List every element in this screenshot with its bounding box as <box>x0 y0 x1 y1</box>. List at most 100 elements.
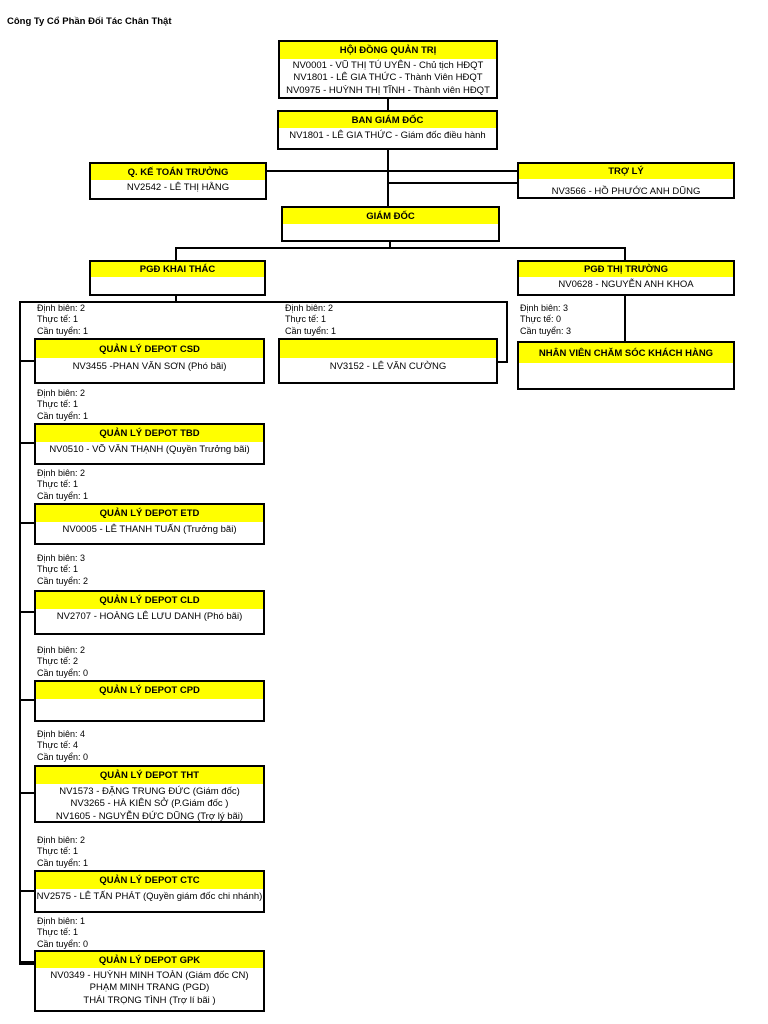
connector-bgd-gd <box>387 149 389 207</box>
org-node-depot-etd: QUẢN LÝ DEPOT ETD NV0005 - LÊ THANH TUẤN… <box>34 503 265 545</box>
stub-tbd <box>19 442 34 444</box>
stat-actual: Thực tế: 4 <box>37 740 79 751</box>
org-node-members <box>91 277 264 279</box>
org-node-title: QUẢN LÝ DEPOT GPK <box>36 952 263 968</box>
org-node-title: QUẢN LÝ DEPOT THT <box>36 767 263 784</box>
connector-branch-pgdkt <box>175 247 177 260</box>
stat-actual: Thực tế: 2 <box>37 656 79 667</box>
connector-branch-pgdtt <box>624 247 626 260</box>
stat-planned: Định biên: 2 <box>37 645 86 655</box>
org-node-members: NV2707 - HOÀNG LÊ LƯU DANH (Phó bãi) <box>36 609 263 623</box>
stats-block-etd: Định biên: 2 Thực tế: 1 Cần tuyển: 1 <box>37 468 88 502</box>
org-member: NV3152 - LÊ VĂN CƯỜNG <box>329 361 447 372</box>
org-node-ke-toan-truong: Q. KẾ TOÁN TRƯỞNG NV2542 - LÊ THỊ HẰNG <box>89 162 267 200</box>
connector-pgdtt-cskh <box>624 294 626 343</box>
org-member: NV3265 - HÀ KIÊN SỞ (P.Giám đốc ) <box>70 798 229 810</box>
stat-planned: Định biên: 4 <box>37 729 86 739</box>
org-member: NV0628 - NGUYỄN ANH KHOA <box>558 279 694 290</box>
org-node-title: GIÁM ĐỐC <box>283 208 498 224</box>
stub-ctc <box>19 890 34 892</box>
bracket-right-drop <box>506 301 508 363</box>
stub-csd <box>19 360 34 362</box>
stat-actual: Thực tế: 1 <box>285 314 327 325</box>
stats-block-tbd: Định biên: 2 Thực tế: 1 Cần tuyển: 1 <box>37 388 88 422</box>
stat-actual: Thực tế: 0 <box>520 314 562 325</box>
org-node-title: QUẢN LÝ DEPOT CPD <box>36 682 263 699</box>
org-node-hoi-dong-quan-tri: HỘI ĐỒNG QUẢN TRỊ NV0001 - VŨ THỊ TÚ UYÊ… <box>278 40 498 99</box>
org-member: NV3566 - HỒ PHƯỚC ANH DŨNG <box>551 186 701 197</box>
stat-planned: Định biên: 1 <box>37 916 86 926</box>
stat-to-hire: Cần tuyển: 1 <box>37 490 89 501</box>
org-member: NV1801 - LÊ GIA THỨC - Giám đốc điều hàn… <box>289 130 486 141</box>
org-node-depot-cpd: QUẢN LÝ DEPOT CPD <box>34 680 265 722</box>
org-member: NV2575 - LÊ TẤN PHÁT (Quyền giám đốc chi… <box>36 891 263 902</box>
org-node-depot-ctc: QUẢN LÝ DEPOT CTC NV2575 - LÊ TẤN PHÁT (… <box>34 870 265 913</box>
org-node-title: PGĐ THỊ TRƯỜNG <box>519 262 733 277</box>
stats-block-ctc: Định biên: 2 Thực tế: 1 Cần tuyển: 1 <box>37 835 88 869</box>
stub-gpk <box>19 961 34 965</box>
org-node-untitled-depot: NV3152 - LÊ VĂN CƯỜNG <box>278 338 498 384</box>
org-member: NV1801 - LÊ GIA THỨC - Thành Viên HĐQT <box>293 72 483 84</box>
stat-to-hire: Cần tuyển: 1 <box>37 325 89 336</box>
stats-block-csd: Định biên: 2 Thực tế: 1 Cần tuyển: 1 <box>37 303 88 337</box>
stat-to-hire: Cần tuyển: 0 <box>37 938 89 949</box>
stats-block-cld: Định biên: 3 Thực tế: 1 Cần tuyển: 2 <box>37 553 88 587</box>
stat-planned: Định biên: 2 <box>37 468 86 478</box>
org-node-members: NV2542 - LÊ THỊ HẰNG <box>91 180 265 194</box>
org-member: THÁI TRỌNG TÌNH (Trợ lí bãi ) <box>83 994 216 1006</box>
stat-planned: Định biên: 2 <box>37 303 86 313</box>
stat-to-hire: Cần tuyển: 1 <box>285 325 337 336</box>
stat-to-hire: Cần tuyển: 3 <box>520 325 572 336</box>
org-node-title <box>280 340 496 358</box>
org-member: NV3455 -PHAN VĂN SƠN (Phó bãi) <box>72 361 227 372</box>
org-member: NV1573 - ĐẶNG TRUNG ĐỨC (Giám đốc) <box>59 786 240 797</box>
org-node-members: NV1573 - ĐẶNG TRUNG ĐỨC (Giám đốc) NV326… <box>36 784 263 823</box>
org-node-depot-tht: QUẢN LÝ DEPOT THT NV1573 - ĐẶNG TRUNG ĐỨ… <box>34 765 265 823</box>
stat-planned: Định biên: 2 <box>37 835 86 845</box>
org-node-depot-gpk: QUẢN LÝ DEPOT GPK NV0349 - HUỲNH MINH TO… <box>34 950 265 1012</box>
stat-to-hire: Cần tuyển: 1 <box>37 410 89 421</box>
org-node-title: TRỢ LÝ <box>519 164 733 179</box>
connector-center-troly <box>388 182 517 184</box>
org-node-ban-giam-doc: BAN GIÁM ĐỐC NV1801 - LÊ GIA THỨC - Giám… <box>277 110 498 150</box>
org-node-members: NV0628 - NGUYỄN ANH KHOA <box>519 277 733 291</box>
stat-to-hire: Cần tuyển: 0 <box>37 751 89 762</box>
org-member: NV0001 - VŨ THỊ TÚ UYÊN - Chủ tịch HĐQT <box>292 60 484 71</box>
org-node-cham-soc-khach-hang: NHÂN VIÊN CHĂM SÓC KHÁCH HÀNG <box>517 341 735 390</box>
stub-mid-box <box>498 361 508 363</box>
stub-cpd <box>19 699 34 701</box>
org-node-depot-tbd: QUẢN LÝ DEPOT TBD NV0510 - VÕ VĂN THẠNH … <box>34 423 265 465</box>
org-node-title: Q. KẾ TOÁN TRƯỞNG <box>91 164 265 180</box>
org-node-members: NV1801 - LÊ GIA THỨC - Giám đốc điều hàn… <box>279 128 496 142</box>
org-node-title: QUẢN LÝ DEPOT ETD <box>36 505 263 522</box>
org-node-tro-ly: TRỢ LÝ NV3566 - HỒ PHƯỚC ANH DŨNG <box>517 162 735 199</box>
org-node-depot-csd: QUẢN LÝ DEPOT CSD NV3455 -PHAN VĂN SƠN (… <box>34 338 265 384</box>
org-node-title: HỘI ĐỒNG QUẢN TRỊ <box>280 42 496 59</box>
stub-tht <box>19 792 34 794</box>
connector-branch-horizontal <box>175 247 626 249</box>
stat-to-hire: Cần tuyển: 1 <box>37 857 89 868</box>
connector-gd-branch <box>389 240 391 249</box>
org-node-title: QUẢN LÝ DEPOT TBD <box>36 425 263 442</box>
stats-block-gpk: Định biên: 1 Thực tế: 1 Cần tuyển: 0 <box>37 916 88 950</box>
stats-block-cpd: Định biên: 2 Thực tế: 2 Cần tuyển: 0 <box>37 645 88 679</box>
company-title: Công Ty Cổ Phần Đối Tác Chân Thật <box>7 16 172 27</box>
org-node-giam-doc: GIÁM ĐỐC <box>281 206 500 242</box>
org-member: NV0975 - HUỲNH THỊ TĨNH - Thành viên HĐQ… <box>286 84 490 96</box>
org-node-title: BAN GIÁM ĐỐC <box>279 112 496 128</box>
org-node-title: PGĐ KHAI THÁC <box>91 262 264 277</box>
org-member: NV0510 - VÕ VĂN THẠNH (Quyền Trưởng bãi) <box>49 444 250 455</box>
stats-block-cskh: Định biên: 3 Thực tế: 0 Cần tuyển: 3 <box>520 303 571 337</box>
connector-ktt-troly <box>267 170 517 172</box>
stats-block-tht: Định biên: 4 Thực tế: 4 Cần tuyển: 0 <box>37 729 88 763</box>
stub-cld <box>19 611 34 613</box>
org-node-members: NV0510 - VÕ VĂN THẠNH (Quyền Trưởng bãi) <box>36 442 263 456</box>
stat-planned: Định biên: 2 <box>37 388 86 398</box>
stub-etd <box>19 522 34 524</box>
stat-actual: Thực tế: 1 <box>37 479 79 490</box>
left-rail <box>19 301 21 965</box>
connector-hdqt-bgd <box>387 99 389 111</box>
stats-block-mid: Định biên: 2 Thực tế: 1 Cần tuyển: 1 <box>285 303 336 337</box>
stat-planned: Định biên: 2 <box>285 303 334 313</box>
stat-actual: Thực tế: 1 <box>37 927 79 938</box>
